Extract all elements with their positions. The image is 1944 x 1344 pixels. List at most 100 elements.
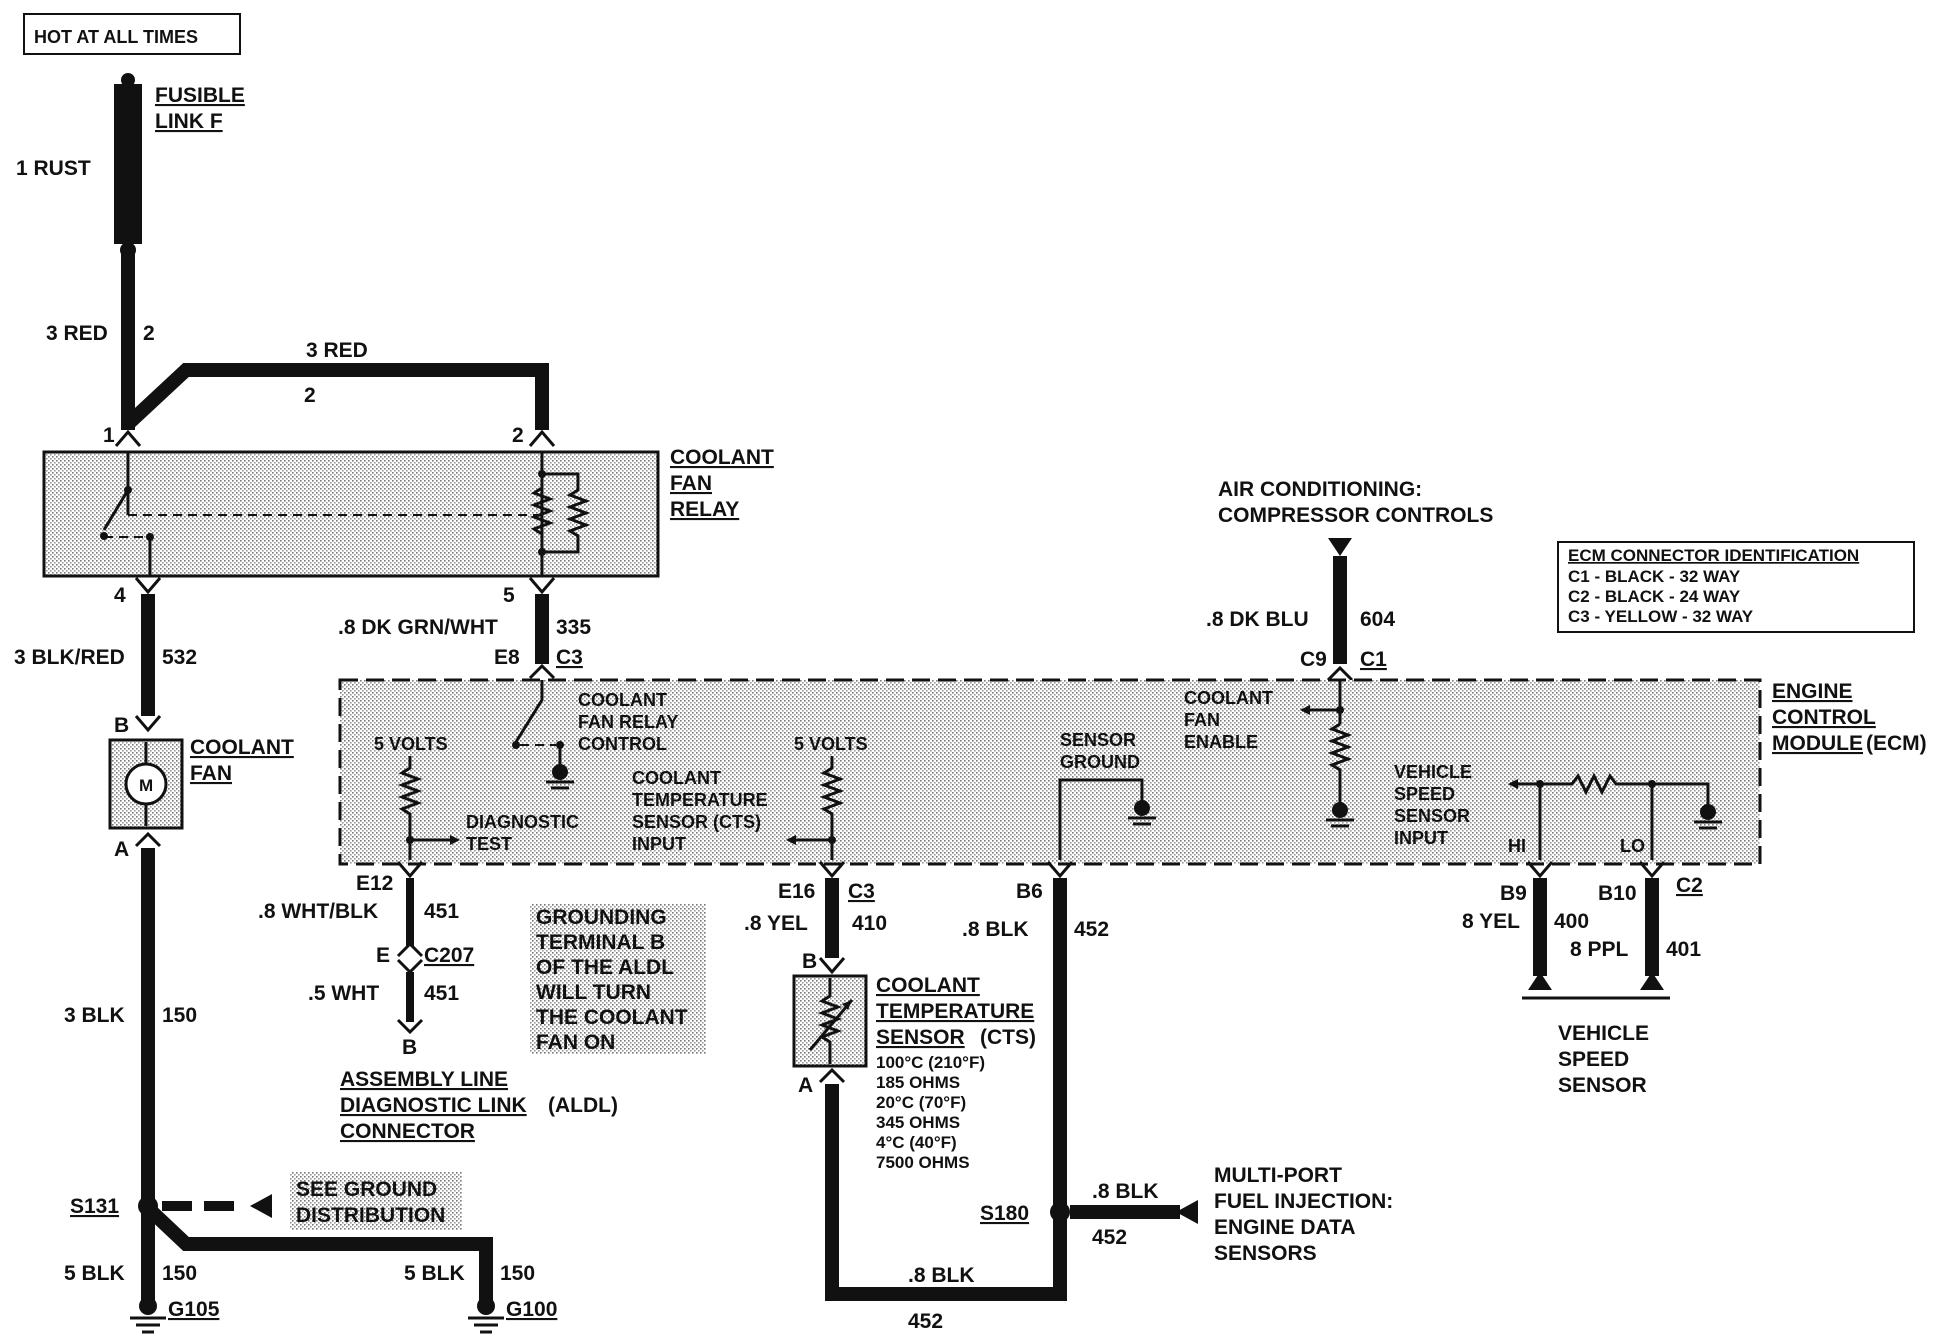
cts-name-1: COOLANT (876, 974, 980, 997)
fan-pina-label: A (114, 838, 129, 861)
aldl-name-1: ASSEMBLY LINE (340, 1068, 508, 1091)
ecm-relay-ctrl-1: COOLANT (578, 690, 667, 710)
relay-pin2-label: 2 (512, 424, 524, 447)
splice-s180-dot (1050, 1202, 1070, 1222)
cts-name-2: TEMPERATURE (876, 1000, 1034, 1023)
relay-name-1: COOLANT (670, 446, 774, 469)
fusible-link-name-1: FUSIBLE (155, 84, 245, 107)
ecm-pin-e8: E8 (494, 646, 520, 669)
ecm-5v-right: 5 VOLTS (794, 734, 868, 754)
wire-401-circuit: 401 (1666, 938, 1701, 961)
aldl-name-3: CONNECTOR (340, 1120, 475, 1143)
ecm-b9-connector (1526, 861, 1554, 879)
ecm-relay-control-switch (512, 680, 574, 790)
ecm-connector-id-row: C2 - BLACK - 24 WAY (1568, 587, 1741, 606)
relay-pin2-connector (528, 429, 556, 447)
ground-distribution-arrow (250, 1194, 272, 1218)
cts-name-3: SENSOR (876, 1026, 965, 1049)
cts-name-suffix: (CTS) (980, 1026, 1036, 1049)
cts-spec-line: 185 OHMS (876, 1073, 960, 1092)
ecm-e12-connector (396, 861, 424, 879)
mpfi-arrow (1176, 1200, 1198, 1224)
wire-452-mpfi-circuit: 452 (1092, 1226, 1127, 1249)
ecm-name-2: CONTROL (1772, 706, 1876, 729)
ecm-relay-ctrl-2: FAN RELAY (578, 712, 678, 732)
ecm-sensor-ground-2: GROUND (1060, 752, 1140, 772)
ecm-connector-id-box (1557, 541, 1915, 633)
fusible-link-f (114, 73, 142, 258)
wire-335-circuit: 335 (556, 616, 591, 639)
g100-wire-circuit: 150 (500, 1262, 535, 1285)
ecm-diag-pullup-resistor (397, 756, 460, 860)
ecm-cts-input-1: COOLANT (632, 768, 721, 788)
feed-top-wire-label: 3 RED (306, 339, 368, 362)
ac-arrow (1328, 538, 1352, 556)
wire-604-label: .8 DK BLU (1206, 608, 1309, 631)
wire-400-label: 8 YEL (1462, 910, 1520, 933)
mpfi-label-3: ENGINE DATA (1214, 1216, 1356, 1239)
aldl-note-line: THE COOLANT (536, 1006, 688, 1029)
ecm-diag-1: DIAGNOSTIC (466, 812, 579, 832)
cts-spec-line: 100°C (210°F) (876, 1053, 985, 1072)
vss-name-3: SENSOR (1558, 1074, 1647, 1097)
ground-g105-label: G105 (168, 1298, 220, 1321)
feed-wire-top (123, 363, 549, 430)
ecm-conn-c1: C1 (1360, 648, 1387, 671)
ecm-cts-input-2: TEMPERATURE (632, 790, 768, 810)
ecm-vss-lo: LO (1620, 836, 1645, 856)
ecm-conn-c2: C2 (1676, 874, 1703, 897)
ecm-vss-hi: HI (1508, 836, 1526, 856)
ecm-c9-connector (1326, 665, 1354, 682)
aldl-note-line: OF THE ALDL (536, 956, 674, 979)
relay-pin1-label: 1 (103, 424, 115, 447)
wire-335-label: .8 DK GRN/WHT (338, 616, 498, 639)
wire-451-lower-label: .5 WHT (308, 982, 379, 1005)
aldl-pinb-connector (396, 1018, 424, 1035)
g100-wire-label: 5 BLK (404, 1262, 465, 1285)
aldl-note-line: WILL TURN (536, 981, 651, 1004)
wire-452-mpfi-label: .8 BLK (1092, 1180, 1159, 1203)
relay-name-2: FAN (670, 472, 712, 495)
mpfi-label-4: SENSORS (1214, 1242, 1317, 1265)
wire-150-circuit: 150 (162, 1004, 197, 1027)
ecm-conn-c3-e8: C3 (556, 646, 583, 669)
relay-internal-switch (100, 452, 540, 576)
cts-pinb-connector (818, 957, 846, 975)
hot-at-all-times-label: HOT AT ALL TIMES (34, 27, 198, 47)
aldl-pin-b: B (402, 1036, 417, 1059)
ecm-vss-input-4: INPUT (1394, 828, 1448, 848)
feed-top-circuit: 2 (304, 384, 316, 407)
relay-pin1-connector (114, 429, 142, 447)
cts-spec-line: 7500 OHMS (876, 1153, 970, 1172)
wire-532-circuit: 532 (162, 646, 197, 669)
cts-thermistor-symbol (808, 978, 854, 1064)
vss-lo-terminal (1640, 972, 1664, 990)
cts-pina-connector (818, 1067, 846, 1084)
ecm-pin-e16: E16 (778, 880, 815, 903)
c207-pin-e: E (376, 944, 390, 967)
ecm-vss-circuit (1508, 772, 1722, 860)
feed-left-wire-label: 3 RED (46, 322, 108, 345)
ecm-sensor-ground-1: SENSOR (1060, 730, 1136, 750)
ecm-sensor-ground-circuit (1058, 778, 1156, 860)
ecm-e16-connector (818, 861, 846, 879)
wire-452-cts-return (825, 1084, 1067, 1301)
wire-401-label: 8 PPL (1570, 938, 1629, 961)
cts-pin-b: B (802, 950, 817, 973)
c207-label: C207 (424, 944, 474, 967)
aldl-note-line: FAN ON (536, 1031, 615, 1054)
vss-name-1: VEHICLE (1558, 1022, 1649, 1045)
fan-pinb-label: B (114, 714, 129, 737)
c207-connector (396, 941, 424, 975)
fan-pinb-connector (134, 715, 162, 733)
mpfi-label-2: FUEL INJECTION: (1214, 1190, 1393, 1213)
wire-452-cts-circuit: 452 (908, 1310, 943, 1333)
ecm-cts-input-4: INPUT (632, 834, 686, 854)
ecm-pin-b9: B9 (1500, 882, 1527, 905)
aldl-note-line: TERMINAL B (536, 931, 665, 954)
see-ground-dist-bg (290, 1172, 462, 1230)
wire-451-upper-label: .8 WHT/BLK (258, 900, 378, 923)
ecm-b6-connector (1046, 861, 1074, 879)
wire-604-circuit: 604 (1360, 608, 1395, 631)
